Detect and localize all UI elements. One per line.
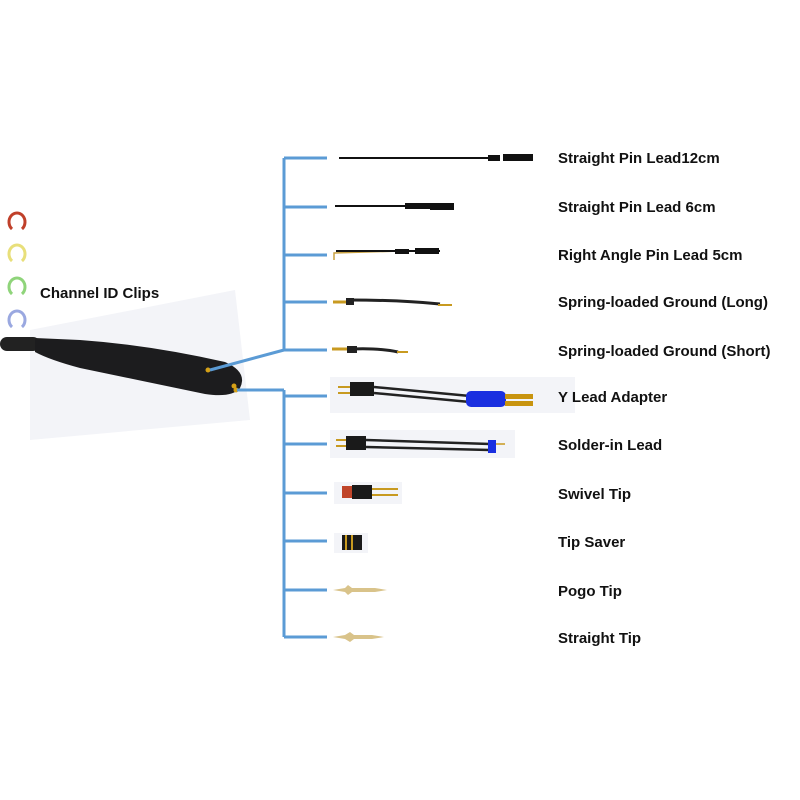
pogo-tip-image: [333, 585, 387, 595]
spring-loaded-ground-short-image: [332, 346, 408, 354]
right-angle-pin-lead-5cm-image: [333, 248, 440, 260]
channel-id-clips-label: Channel ID Clips: [40, 285, 159, 302]
spring-loaded-ground-long-image: [333, 298, 452, 306]
label-right-angle-pin-lead-5cm: Right Angle Pin Lead 5cm: [558, 247, 742, 264]
label-solder-in-lead: Solder-in Lead: [558, 437, 662, 454]
solder-in-lead-image: [330, 430, 515, 458]
label-tip-saver: Tip Saver: [558, 534, 625, 551]
channel-id-clips: [7, 211, 27, 329]
label-pogo-tip: Pogo Tip: [558, 583, 622, 600]
straight-tip-image: [333, 632, 384, 642]
probe-body: [0, 337, 243, 396]
label-swivel-tip: Swivel Tip: [558, 486, 631, 503]
y-lead-adapter-image: [330, 377, 575, 413]
label-straight-pin-lead-6cm: Straight Pin Lead 6cm: [558, 199, 716, 216]
label-spring-loaded-ground-short: Spring-loaded Ground (Short): [558, 343, 770, 360]
clip-icon-red: [7, 211, 27, 231]
label-y-lead-adapter: Y Lead Adapter: [558, 389, 667, 406]
tip-saver-image: [334, 533, 368, 553]
label-straight-tip: Straight Tip: [558, 630, 641, 647]
straight-pin-lead-12cm-image: [339, 154, 533, 161]
clip-icon-yellow: [7, 243, 27, 263]
clip-icon-blue: [7, 309, 27, 329]
label-straight-pin-lead-12cm: Straight Pin Lead12cm: [558, 150, 720, 167]
branch-lines: [209, 156, 327, 639]
label-spring-loaded-ground-long: Spring-loaded Ground (Long): [558, 294, 768, 311]
clip-icon-green: [7, 276, 27, 296]
swivel-tip-image: [334, 482, 402, 504]
straight-pin-lead-6cm-image: [335, 203, 454, 210]
accessory-labels: Straight Pin Lead12cm Straight Pin Lead …: [558, 150, 770, 647]
